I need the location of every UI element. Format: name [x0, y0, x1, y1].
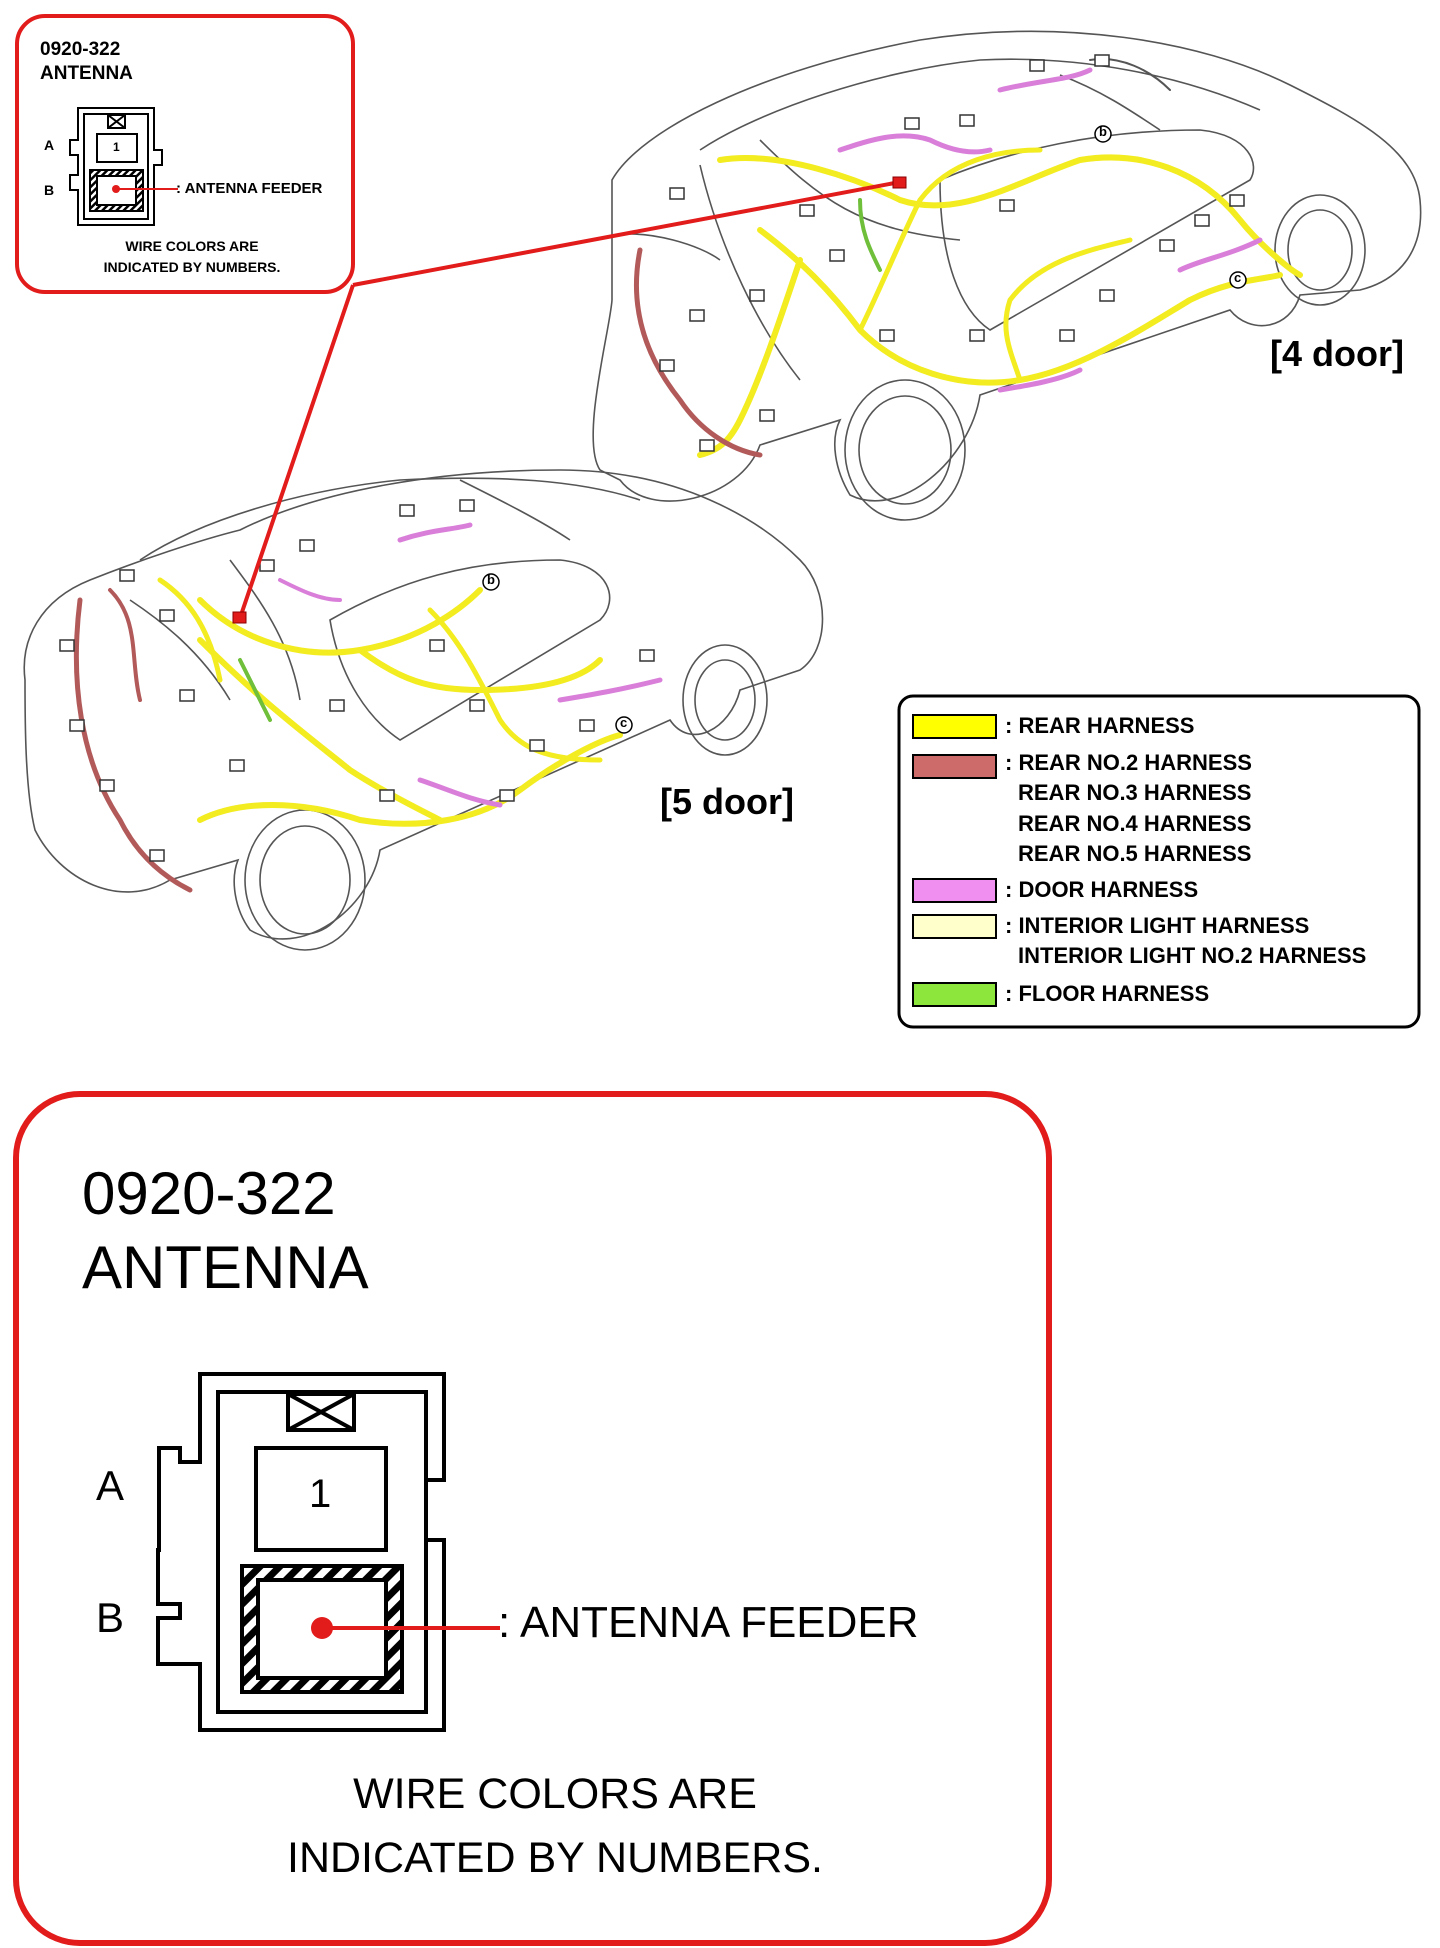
large-connector-name: ANTENNA: [82, 1234, 369, 1301]
large-feeder-dot: [311, 1617, 333, 1639]
small-connector-drawing: [69, 107, 163, 226]
antenna-location-4door: [892, 176, 907, 189]
callout-b-5door-letter: b: [487, 572, 495, 587]
legend-swatch-rear-no2: [912, 754, 997, 779]
legend-door-label: : DOOR HARNESS: [1005, 877, 1199, 902]
legend-swatch-interior-light: [912, 914, 997, 939]
small-note-line1: WIRE COLORS ARE: [125, 238, 259, 254]
legend-rear-label: : REAR HARNESS: [1005, 713, 1195, 738]
small-pin-number: 1: [113, 140, 120, 154]
callout-c-5door-letter: c: [620, 715, 628, 730]
legend-rear-no3-label: REAR NO.3 HARNESS: [1018, 780, 1252, 805]
legend-swatch-door: [912, 878, 997, 903]
small-pin-a-label: A: [44, 137, 55, 153]
legend-interior-light-no2-label: INTERIOR LIGHT NO.2 HARNESS: [1018, 943, 1367, 968]
leader-to-5door: [238, 284, 355, 619]
small-connector-code: 0920-322: [40, 39, 121, 60]
five-door-harness: [73, 522, 663, 893]
large-pin-a-label: A: [96, 1462, 125, 1509]
large-feeder-label: : ANTENNA FEEDER: [498, 1598, 919, 1647]
large-connector-drawing: [156, 1372, 446, 1732]
callout-markers: [482, 125, 1247, 734]
small-pin-b-label: B: [44, 182, 55, 198]
legend-floor-label: : FLOOR HARNESS: [1005, 981, 1210, 1006]
small-connector-name: ANTENNA: [40, 63, 133, 84]
large-note-line2: INDICATED BY NUMBERS.: [287, 1834, 823, 1882]
legend-rear-no2-label: : REAR NO.2 HARNESS: [1005, 750, 1252, 775]
four-door-label: [4 door]: [1270, 333, 1404, 374]
five-door-label: [5 door]: [660, 781, 794, 822]
four-door-harness: [633, 58, 1303, 458]
leader-to-4door: [352, 180, 901, 287]
legend-rear-no4-label: REAR NO.4 HARNESS: [1018, 811, 1252, 836]
four-door-connectors: [659, 54, 1245, 452]
large-note-line1: WIRE COLORS ARE: [353, 1770, 757, 1818]
small-callout-frame: [15, 14, 355, 294]
legend-frame: [897, 694, 1421, 1029]
legend-interior-light-label: : INTERIOR LIGHT HARNESS: [1005, 913, 1310, 938]
legend-swatch-rear: [912, 714, 997, 739]
large-callout-frame: [13, 1091, 1052, 1946]
legend-swatch-floor: [912, 982, 997, 1007]
callout-c-5door: [615, 716, 633, 734]
large-connector-code: 0920-322: [82, 1160, 336, 1227]
callout-b-4door-letter: b: [1099, 124, 1107, 139]
five-door-car: [23, 469, 824, 951]
small-feeder-dot: [112, 185, 120, 193]
callout-c-4door: [1229, 271, 1247, 289]
callout-b-5door: [482, 573, 500, 591]
large-pin-number: 1: [309, 1472, 332, 1516]
five-door-connectors: [59, 499, 655, 862]
legend-rear-no5-label: REAR NO.5 HARNESS: [1018, 841, 1252, 866]
large-pin-b-label: B: [96, 1594, 125, 1641]
callout-b-4door: [1094, 125, 1112, 143]
small-feeder-label: : ANTENNA FEEDER: [176, 180, 323, 197]
callout-c-4door-letter: c: [1234, 270, 1242, 285]
antenna-location-5door: [232, 611, 247, 624]
small-note-line2: INDICATED BY NUMBERS.: [103, 259, 281, 275]
